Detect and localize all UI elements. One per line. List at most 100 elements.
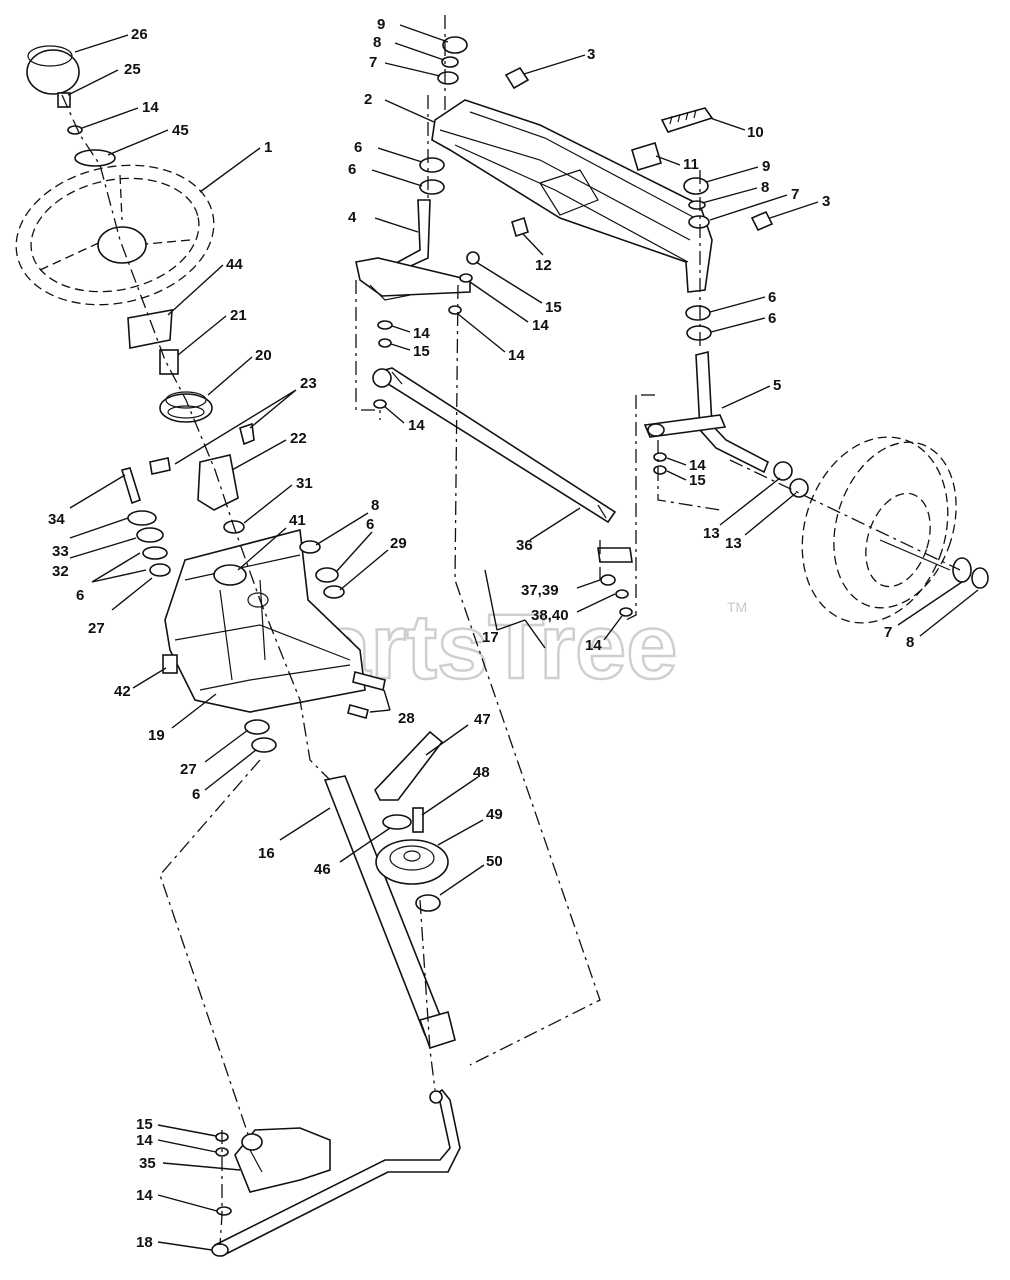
callout-15-lower: 15 [136, 1116, 153, 1133]
callout-12: 12 [535, 257, 552, 274]
callout-7-wheel: 7 [884, 624, 892, 641]
watermark-tm: TM [727, 599, 747, 615]
callout-27-lower: 27 [180, 761, 197, 778]
callout-28: 28 [398, 710, 415, 727]
clip-8-wheel [971, 567, 989, 589]
ball-joint-17 [597, 547, 633, 563]
washer-6-a [419, 157, 445, 173]
callout-8: 8 [371, 497, 379, 514]
callout-3: 3 [587, 46, 595, 63]
adapter-21 [159, 349, 179, 375]
callout-6-lower: 6 [192, 786, 200, 803]
nut-50 [415, 894, 441, 912]
callout-14-right: 14 [689, 457, 706, 474]
steering-shaft-16 [323, 775, 456, 1049]
washer-14-left-b [448, 305, 462, 315]
callout-22: 22 [290, 430, 307, 447]
callout-27: 27 [88, 620, 105, 637]
washer-14-balljoint [619, 607, 633, 617]
callout-6-right-a: 6 [768, 289, 776, 306]
washer-6 [142, 546, 168, 560]
cap-9-left [442, 36, 468, 54]
callout-6-axle-a: 6 [354, 139, 362, 156]
washer-7-wheel [952, 557, 972, 583]
callout-36: 36 [516, 537, 533, 554]
callout-7: 7 [369, 54, 377, 71]
callout-23: 23 [300, 375, 317, 392]
spindle-4 [355, 199, 471, 301]
callout-19: 19 [148, 727, 165, 744]
cap-9-right [683, 177, 709, 195]
callout-38-40: 38,40 [531, 607, 569, 624]
callout-1: 1 [264, 139, 272, 156]
callout-46: 46 [314, 861, 331, 878]
bolt-15-right [653, 465, 667, 475]
callout-14-lower: 14 [136, 1132, 153, 1149]
callout-6-right-b: 6 [768, 310, 776, 327]
callout-21: 21 [230, 307, 247, 324]
callout-14: 14 [142, 99, 159, 116]
washer-33 [127, 510, 157, 526]
callout-42: 42 [114, 683, 131, 700]
callout-labels: 26 25 14 45 1 44 21 20 23 22 31 34 33 32… [48, 16, 914, 1251]
spring-20 [159, 391, 213, 423]
zerk-3-right [750, 210, 774, 232]
callout-32: 32 [52, 563, 69, 580]
callout-31: 31 [296, 475, 313, 492]
callout-44: 44 [226, 256, 243, 273]
callout-9: 9 [377, 16, 385, 33]
washer-6-c [685, 305, 711, 321]
bolt-23 [149, 422, 255, 475]
callout-35: 35 [139, 1155, 156, 1172]
callout-15-right: 15 [689, 472, 706, 489]
column-bushing-44 [127, 309, 173, 349]
washer-13-a [773, 461, 793, 481]
callout-50: 50 [486, 853, 503, 870]
bolt-28 [347, 671, 386, 719]
washer-8 [299, 540, 321, 554]
bushing-22 [197, 454, 239, 511]
callout-8-wheel: 8 [906, 634, 914, 651]
callout-6-axle-b: 6 [348, 161, 356, 178]
callout-10: 10 [747, 124, 764, 141]
callout-29: 29 [390, 535, 407, 552]
callout-14-bottom: 14 [136, 1187, 153, 1204]
callout-14-left: 14 [413, 325, 430, 342]
washer-14-right [653, 452, 667, 462]
bolt-15-left [466, 251, 480, 265]
callout-8-right: 8 [761, 179, 769, 196]
callout-49: 49 [486, 806, 503, 823]
callout-33: 33 [52, 543, 69, 560]
leader-lines [67, 24, 979, 1251]
washer-7-left [437, 71, 459, 85]
callout-15: 15 [545, 299, 562, 316]
washer-32 [136, 527, 164, 543]
washer-13-b [789, 478, 809, 498]
steering-wheel-cap [26, 45, 80, 95]
callout-14-balljoint: 14 [585, 637, 602, 654]
callout-14-axle: 14 [508, 347, 525, 364]
callout-4: 4 [348, 209, 357, 226]
drag-link-18 [211, 1088, 461, 1258]
washer-7-right [688, 215, 710, 229]
callout-48: 48 [473, 764, 490, 781]
clip-8-right [688, 200, 706, 210]
washer-6-b [419, 179, 445, 195]
callout-45: 45 [172, 122, 189, 139]
callout-34: 34 [48, 511, 65, 528]
washer-46 [382, 814, 412, 830]
washer-14-bottom [216, 1206, 232, 1216]
callout-5: 5 [773, 377, 781, 394]
clip-8-left [441, 56, 459, 68]
washer-6-d [686, 325, 712, 341]
callout-26: 26 [131, 26, 148, 43]
washer-6-right [315, 567, 339, 583]
callout-3-right: 3 [822, 193, 830, 210]
washer-6-lower [251, 737, 277, 753]
callout-20: 20 [255, 347, 272, 364]
washer-14-spindle [377, 320, 393, 330]
spindle-5 [643, 350, 770, 474]
callout-2: 2 [364, 91, 372, 108]
